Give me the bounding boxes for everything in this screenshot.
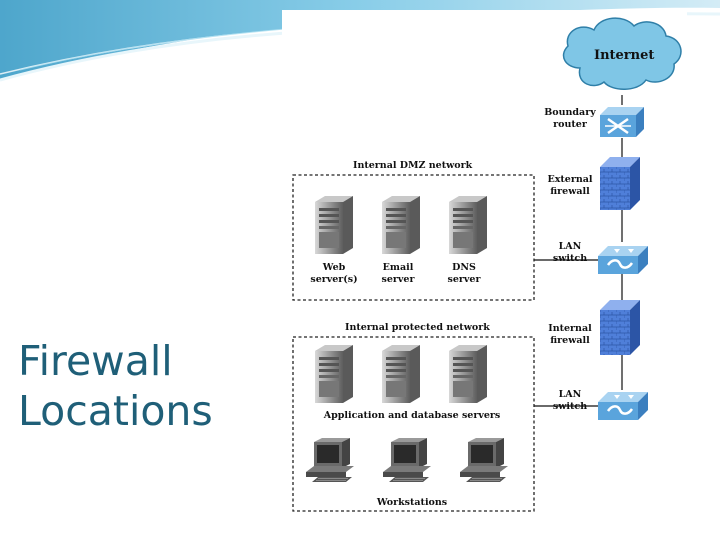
- diagram-graphics: [292, 17, 682, 512]
- lan-switch-2-label-line1: LAN: [558, 389, 582, 400]
- router-icon: [600, 107, 644, 137]
- external-firewall-label: External firewall: [538, 174, 602, 198]
- internet-label: Internet: [594, 48, 655, 63]
- boundary-router-label-line2: router: [553, 119, 587, 130]
- servers-caption: Application and database servers: [323, 410, 501, 421]
- external-firewall-label-line2: firewall: [550, 186, 590, 197]
- internet-cloud-icon: [562, 17, 682, 90]
- lan-switch-2-label: LAN switch: [538, 389, 602, 413]
- boundary-router-label: Boundary router: [538, 107, 602, 131]
- internal-firewall-label-line1: Internal: [548, 323, 592, 334]
- external-firewall-icon: [600, 157, 640, 210]
- workstations-caption: Workstations: [376, 497, 448, 508]
- web-server-label-line2: server(s): [310, 274, 358, 285]
- network-diagram: Internet Boundary router External firewa…: [282, 10, 687, 515]
- web-server-label-line1: Web: [322, 262, 346, 273]
- internal-firewall-label-line2: firewall: [550, 335, 590, 346]
- boundary-router-label-line1: Boundary: [544, 107, 596, 118]
- title-line-2: Locations: [18, 387, 213, 435]
- email-server-label-line1: Email: [382, 262, 414, 273]
- protected-zone-title: Internal protected network: [342, 322, 493, 333]
- title-line-1: Firewall: [18, 337, 173, 385]
- app-server-1-icon: [315, 345, 353, 403]
- internal-firewall-label: Internal firewall: [538, 323, 602, 347]
- app-server-2-icon: [382, 345, 420, 403]
- internal-firewall-icon: [600, 300, 640, 355]
- workstation-1-icon: [305, 437, 355, 483]
- lan-switch-1-label-line1: LAN: [558, 241, 582, 252]
- workstation-3-icon: [459, 437, 509, 483]
- dns-server-label-line1: DNS: [452, 262, 476, 273]
- external-firewall-label-line1: External: [547, 174, 593, 185]
- dns-server-label: DNS server: [434, 262, 494, 286]
- lan-switch-1-label: LAN switch: [538, 241, 602, 265]
- lan-switch-1-icon: [596, 244, 650, 276]
- email-server-label: Email server: [368, 262, 428, 286]
- lan-switch-1-label-line2: switch: [552, 253, 588, 264]
- email-server-label-line2: server: [381, 274, 415, 285]
- dns-server-icon: [449, 196, 487, 254]
- protected-zone-border: [292, 336, 535, 512]
- dmz-zone-border: [292, 174, 535, 301]
- lan-switch-2-label-line2: switch: [552, 401, 588, 412]
- web-server-icon: [315, 196, 353, 254]
- workstation-2-icon: [382, 437, 432, 483]
- db-server-icon: [449, 345, 487, 403]
- slide-title: Firewall Locations: [18, 336, 268, 436]
- email-server-icon: [382, 196, 420, 254]
- dmz-zone-title: Internal DMZ network: [350, 160, 476, 171]
- web-server-label: Web server(s): [304, 262, 364, 286]
- lan-switch-2-icon: [596, 390, 650, 422]
- dns-server-label-line2: server: [447, 274, 481, 285]
